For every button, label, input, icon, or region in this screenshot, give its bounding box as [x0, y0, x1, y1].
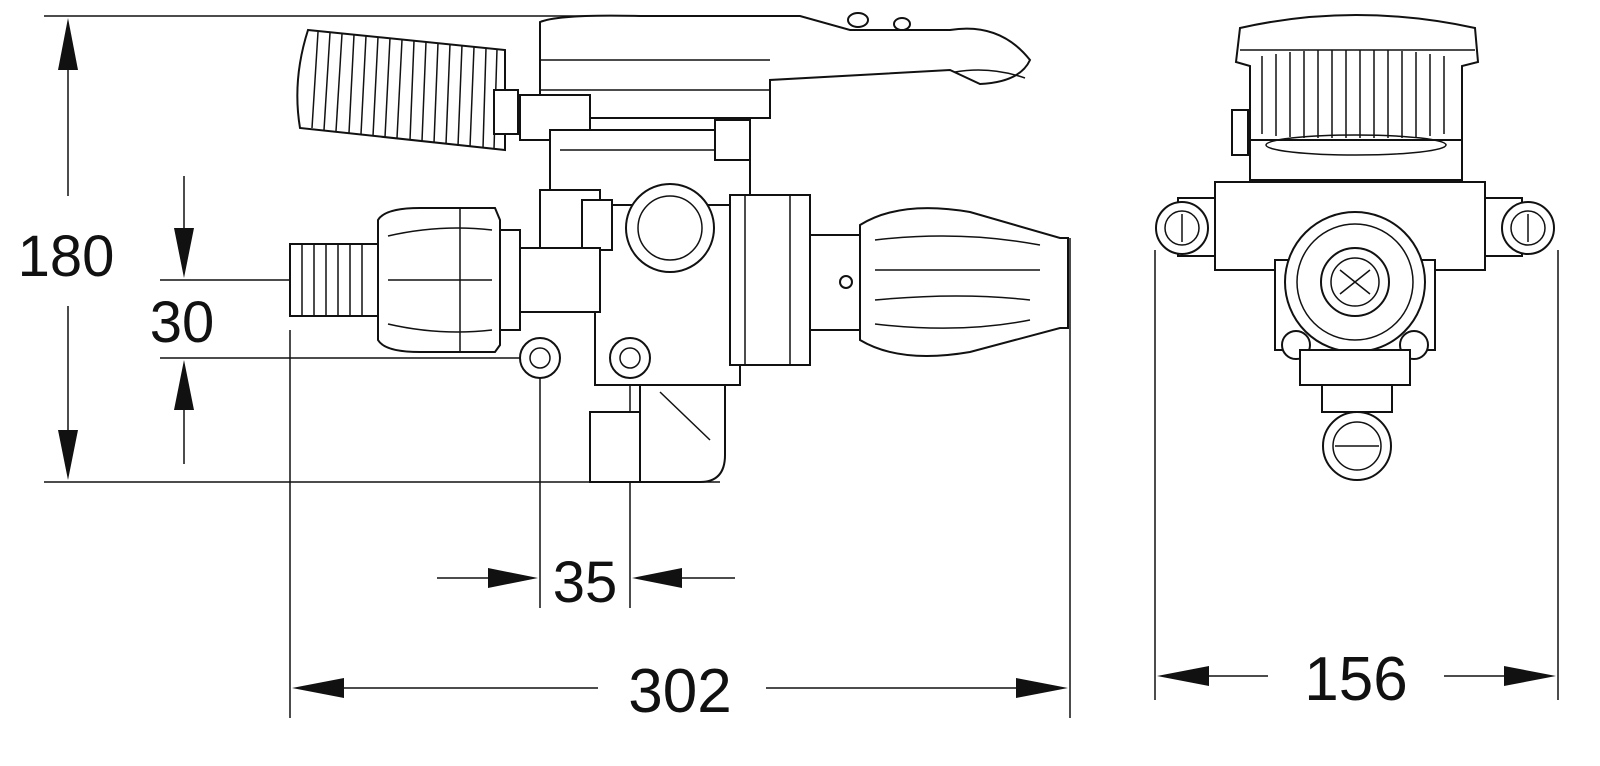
lower-ports — [519, 337, 726, 483]
valve-body — [539, 183, 811, 386]
front-body — [1155, 181, 1555, 481]
dimension-lines — [58, 18, 1068, 698]
front-view: 156 — [1154, 14, 1559, 714]
front-dimension — [1157, 666, 1556, 686]
dim-overall-width: 156 — [1304, 645, 1407, 714]
front-knob — [1231, 14, 1480, 181]
dim-inlet-offset: 30 — [150, 290, 215, 355]
dim-overall-height: 180 — [18, 224, 115, 289]
side-view: 180 30 35 302 — [18, 12, 1071, 726]
valve-lever — [519, 12, 1032, 206]
regulator-knob — [296, 28, 519, 152]
outlet-fitting — [809, 207, 1069, 357]
inlet-fitting — [289, 207, 601, 353]
dim-port-spacing: 35 — [553, 550, 618, 615]
dim-overall-length: 302 — [628, 657, 731, 726]
